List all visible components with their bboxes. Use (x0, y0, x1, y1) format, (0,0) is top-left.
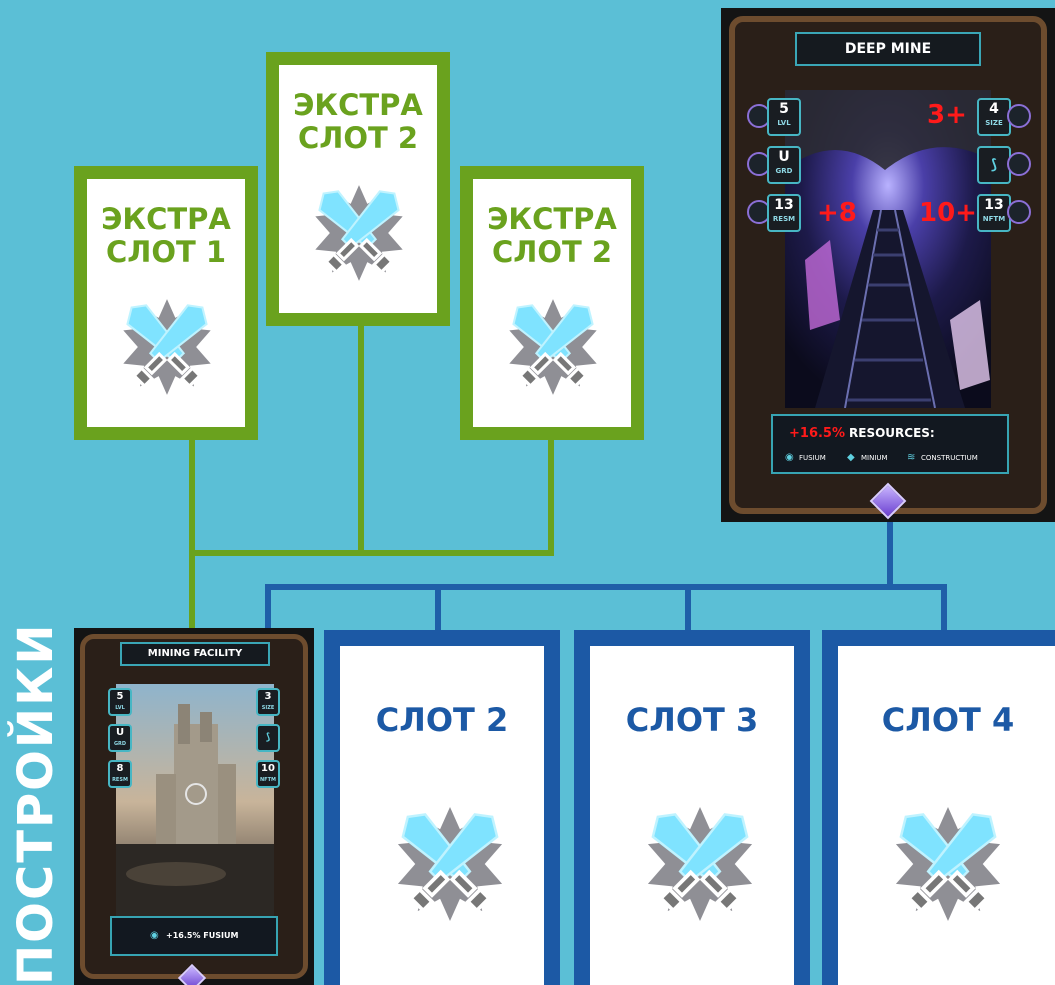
connector-blue-from-mine (887, 520, 893, 590)
stat-fusium: ⟆ (256, 724, 280, 752)
extra-slot-1[interactable]: ЭКСТРА СЛОТ 1 (74, 166, 258, 440)
crossed-swords-icon (307, 181, 411, 285)
footer-text: +16.5% FUSIUM (166, 931, 238, 940)
mine-tunnel-art (785, 90, 991, 408)
buildings-vertical-label: ПОСТРОЙКИ (8, 622, 64, 985)
card-title: MINING FACILITY (120, 642, 270, 666)
nftm-bonus-badge: 10+ (919, 198, 977, 228)
slot-title: СЛОТ 3 (590, 702, 794, 739)
deep-mine-card[interactable]: DEEP MINE 5 LVL U GRD 13 RESM 4 SIZE ⟆ 1… (721, 8, 1055, 522)
card-title: DEEP MINE (795, 32, 981, 66)
slot-4[interactable]: СЛОТ 4 (822, 630, 1055, 985)
stat-nftm: 13 NFTM (977, 194, 1011, 232)
stat-grd: U GRD (767, 146, 801, 184)
connector-blue-drop-slot2 (435, 584, 441, 632)
extra-slot-2[interactable]: ЭКСТРА СЛОТ 2 (266, 52, 450, 326)
stat-size: 3 SIZE (256, 688, 280, 716)
stat-grd: U GRD (108, 724, 132, 752)
connector-green-to-card (189, 550, 195, 632)
extra-slot-title: ЭКСТРА СЛОТ 1 (87, 203, 245, 270)
connector-blue-drop-card (265, 584, 271, 632)
fusium-logo-icon: ⟆ (258, 726, 278, 750)
crossed-swords-icon (638, 802, 762, 926)
crossed-swords-icon (886, 802, 1010, 926)
size-bonus-badge: 3+ (927, 100, 967, 130)
connector-green-left-drop (189, 438, 195, 554)
mining-facility-card[interactable]: MINING FACILITY 5 LVL U GRD 8 RESM 3 SIZ… (74, 628, 314, 985)
nftm-icon (1007, 200, 1031, 224)
slot-2[interactable]: СЛОТ 2 (324, 630, 560, 985)
crossed-swords-icon (388, 802, 512, 926)
constructium-icon: ≋ (907, 452, 915, 463)
stat-resm: 8 RESM (108, 760, 132, 788)
minium-icon: ◆ (847, 452, 855, 463)
extra-slot-title: ЭКСТРА СЛОТ 2 (473, 203, 631, 270)
crossed-swords-icon (501, 295, 605, 399)
slot-3[interactable]: СЛОТ 3 (574, 630, 810, 985)
resource-fusium: FUSIUM (799, 454, 826, 462)
connector-blue-drop-slot3 (685, 584, 691, 632)
stat-nftm: 10 NFTM (256, 760, 280, 788)
crossed-swords-icon (115, 295, 219, 399)
resources-panel: +16.5% RESOURCES: ◉ FUSIUM ◆ MINIUM ≋ CO… (771, 414, 1009, 474)
resource-minium: MINIUM (861, 454, 888, 462)
gem-icon (1007, 152, 1031, 176)
connector-green-right-drop (548, 438, 554, 554)
stat-fusium: ⟆ (977, 146, 1011, 184)
fusium-icon: ◉ (785, 452, 794, 463)
connector-blue-horizontal (265, 584, 947, 590)
fusium-icon: ◉ (150, 930, 159, 941)
connector-green-mid-drop (358, 324, 364, 554)
mining-facility-art (116, 684, 274, 920)
resm-bonus-badge: +8 (817, 198, 857, 228)
stat-lvl: 5 LVL (767, 98, 801, 136)
resources-label: RESOURCES: (849, 426, 935, 440)
fusium-logo-icon: ⟆ (979, 148, 1009, 182)
stat-size: 4 SIZE (977, 98, 1011, 136)
connector-blue-drop-slot4 (941, 584, 947, 632)
extra-slot-title: ЭКСТРА СЛОТ 2 (279, 89, 437, 156)
bonus-badge: +16.5% (789, 426, 845, 441)
resource-constructium: CONSTRUCTIUM (921, 454, 978, 462)
slot-title: СЛОТ 2 (340, 702, 544, 739)
slot-title: СЛОТ 4 (838, 702, 1055, 739)
resources-panel: ◉ +16.5% FUSIUM (110, 916, 278, 956)
stat-lvl: 5 LVL (108, 688, 132, 716)
extra-slot-3[interactable]: ЭКСТРА СЛОТ 2 (460, 166, 644, 440)
move-icon (1007, 104, 1031, 128)
stat-resm: 13 RESM (767, 194, 801, 232)
connector-green-horizontal (189, 550, 554, 556)
